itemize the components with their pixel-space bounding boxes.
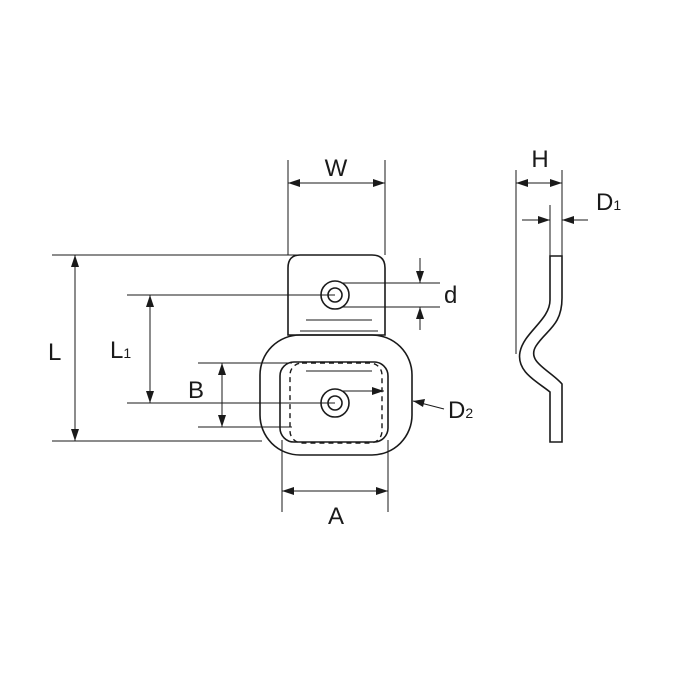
label-A: A: [328, 503, 344, 530]
front-view: [259, 254, 413, 456]
label-d: d: [444, 282, 457, 309]
side-profile-outline: [518, 255, 563, 443]
loop-outer-outline: [259, 334, 413, 456]
loop-inner-outline: [279, 361, 389, 443]
label-D2-subscript: 2: [465, 405, 473, 421]
dimension-labels: W H D1 d L L1 B D2 A: [48, 146, 621, 530]
label-D1-subscript: 1: [613, 197, 621, 213]
label-W: W: [325, 155, 348, 182]
label-L1-subscript: 1: [123, 345, 131, 361]
label-D2: D2: [448, 397, 473, 424]
label-B: B: [188, 377, 204, 404]
label-H: H: [531, 146, 548, 173]
side-view: [518, 255, 563, 443]
label-D1-main: D: [596, 189, 613, 216]
label-L1: L1: [110, 337, 131, 364]
label-L1-main: L: [110, 337, 123, 364]
base-plate-outline: [287, 254, 386, 336]
label-D1: D1: [596, 189, 621, 216]
dimension-lines: [52, 160, 588, 512]
label-D2-main: D: [448, 397, 465, 424]
label-L: L: [48, 339, 61, 366]
